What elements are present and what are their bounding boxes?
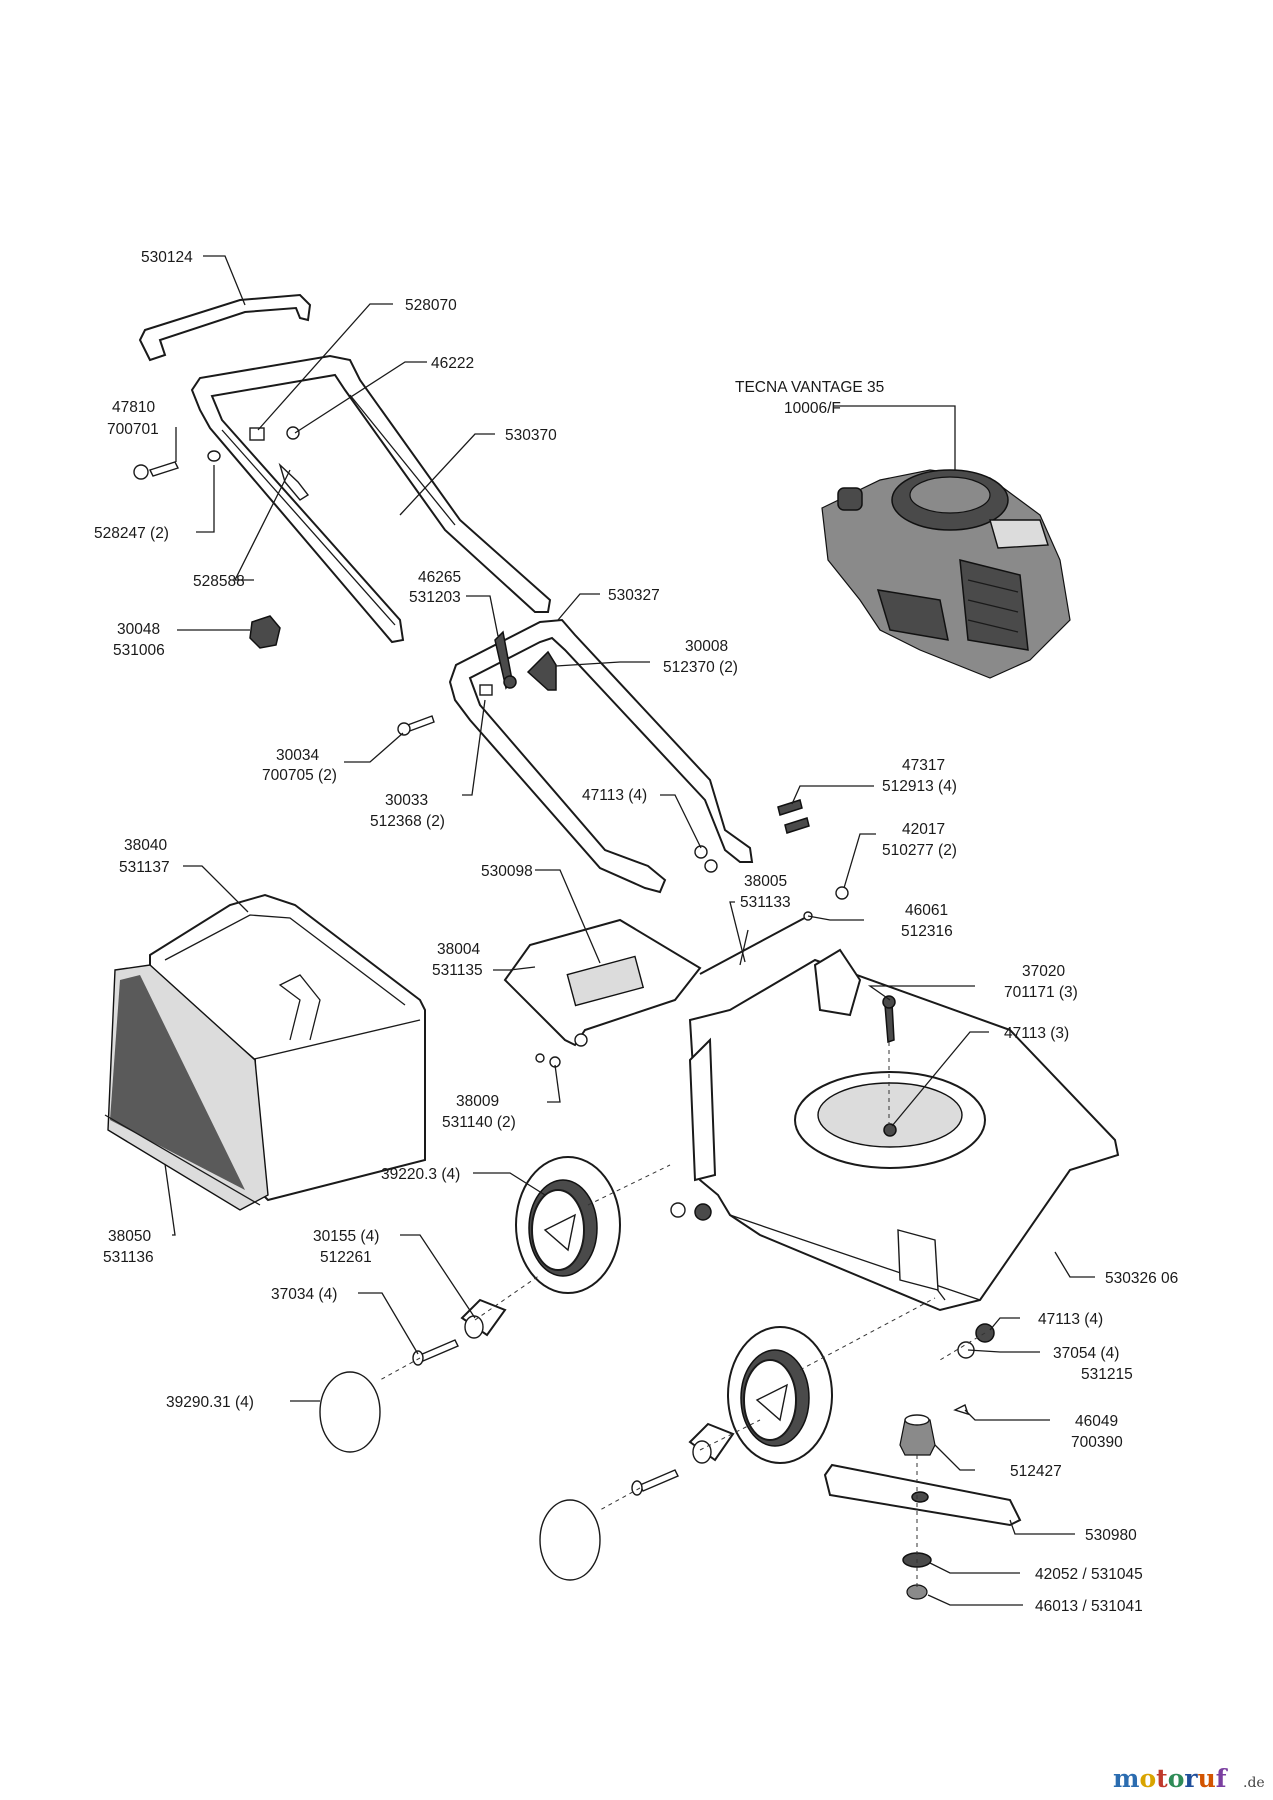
- label-37020: 37020: [1022, 963, 1065, 980]
- upper-handle-icon: [190, 354, 552, 644]
- label-39220: 39220.3 (4): [381, 1166, 460, 1183]
- wheel-icon: [515, 1156, 621, 1294]
- label-510277: 510277 (2): [882, 842, 957, 859]
- label-38004: 38004: [437, 941, 480, 958]
- engine-label: TECNA VANTAGE 35 10006/F: [735, 379, 956, 470]
- label-701171: 701171 (3): [1004, 984, 1078, 1001]
- logo-suffix: .de: [1243, 1775, 1265, 1791]
- logo-text: motoruf: [1113, 1764, 1229, 1793]
- assembly-lines: [379, 1042, 986, 1590]
- handle-hardware: [133, 426, 849, 900]
- label-42017: 42017: [902, 821, 945, 838]
- label-47113-a: 47113 (4): [582, 787, 647, 804]
- logo-letter: f: [1216, 1764, 1229, 1793]
- label-700390: 700390: [1071, 1434, 1123, 1451]
- upper-handle-bar: [138, 293, 312, 362]
- label-531215: 531215: [1081, 1366, 1133, 1383]
- label-530098: 530098: [481, 863, 533, 880]
- deflector-plate: [503, 918, 702, 1047]
- logo-letter: r: [1184, 1764, 1198, 1793]
- label-512316: 512316: [901, 923, 953, 940]
- label-38005: 38005: [744, 873, 787, 890]
- label-528070: 528070: [405, 297, 457, 314]
- label-30034: 30034: [276, 747, 319, 764]
- label-530370: 530370: [505, 427, 557, 444]
- label-512370: 512370 (2): [663, 659, 738, 676]
- label-531137: 531137: [119, 859, 170, 876]
- label-530327: 530327: [608, 587, 660, 604]
- wheel-hardware: [319, 1298, 735, 1581]
- leader-lines: [164, 255, 1095, 1606]
- label-38040: 38040: [124, 837, 167, 854]
- mower-deck-icon: [688, 948, 1120, 1312]
- grass-bag-icon: [104, 893, 426, 1211]
- label-531135: 531135: [432, 962, 483, 979]
- label-46049: 46049: [1075, 1413, 1118, 1430]
- label-700705: 700705 (2): [262, 767, 337, 784]
- label-38009: 38009: [456, 1093, 499, 1110]
- label-30033: 30033: [385, 792, 428, 809]
- label-30155: 30155 (4): [313, 1228, 379, 1245]
- label-531133: 531133: [740, 894, 791, 911]
- engine-name: TECNA VANTAGE 35: [735, 379, 884, 396]
- motoruf-logo: motoruf .de: [1113, 1764, 1265, 1793]
- wheel-icon: [727, 1326, 833, 1464]
- label-47317: 47317: [902, 757, 945, 774]
- label-528588: 528588: [193, 573, 245, 590]
- label-512913: 512913 (4): [882, 778, 957, 795]
- label-47113-b: 47113 (3): [1004, 1025, 1069, 1042]
- label-37054: 37054 (4): [1053, 1345, 1119, 1362]
- label-46265: 46265: [418, 569, 461, 586]
- label-46061: 46061: [905, 902, 948, 919]
- label-512427: 512427: [1010, 1463, 1062, 1480]
- logo-letter: m: [1113, 1764, 1139, 1793]
- lower-handle-icon: [448, 618, 754, 894]
- label-530124: 530124: [141, 249, 193, 266]
- label-38050: 38050: [108, 1228, 151, 1245]
- label-531203: 531203: [409, 589, 461, 606]
- label-531006: 531006: [113, 642, 165, 659]
- label-530326: 530326 06: [1105, 1270, 1178, 1287]
- label-512368: 512368 (2): [370, 813, 445, 830]
- label-30008: 30008: [685, 638, 728, 655]
- label-46222: 46222: [431, 355, 474, 372]
- label-46013: 46013 / 531041: [1035, 1598, 1143, 1615]
- logo-letter: o: [1168, 1764, 1185, 1793]
- logo-letter: u: [1198, 1764, 1216, 1793]
- logo-letter: o: [1139, 1764, 1156, 1793]
- label-531140: 531140 (2): [442, 1114, 516, 1131]
- label-528247: 528247 (2): [94, 525, 169, 542]
- part-labels: 530124 528070 46222 47810 700701 530370 …: [94, 249, 1178, 1615]
- label-700701: 700701: [107, 421, 159, 438]
- label-47113-c: 47113 (4): [1038, 1311, 1103, 1328]
- label-37034: 37034 (4): [271, 1286, 337, 1303]
- label-512261: 512261: [320, 1249, 372, 1266]
- label-42052: 42052 / 531045: [1035, 1566, 1143, 1583]
- label-531136: 531136: [103, 1249, 154, 1266]
- label-47810: 47810: [112, 399, 155, 416]
- engine-icon: [821, 469, 1071, 679]
- label-30048: 30048: [117, 621, 160, 638]
- blade-icon: [823, 1414, 1022, 1600]
- logo-letter: t: [1156, 1764, 1168, 1793]
- engine-code: 10006/F: [784, 400, 841, 417]
- label-39290: 39290.31 (4): [166, 1394, 254, 1411]
- label-530980: 530980: [1085, 1527, 1137, 1544]
